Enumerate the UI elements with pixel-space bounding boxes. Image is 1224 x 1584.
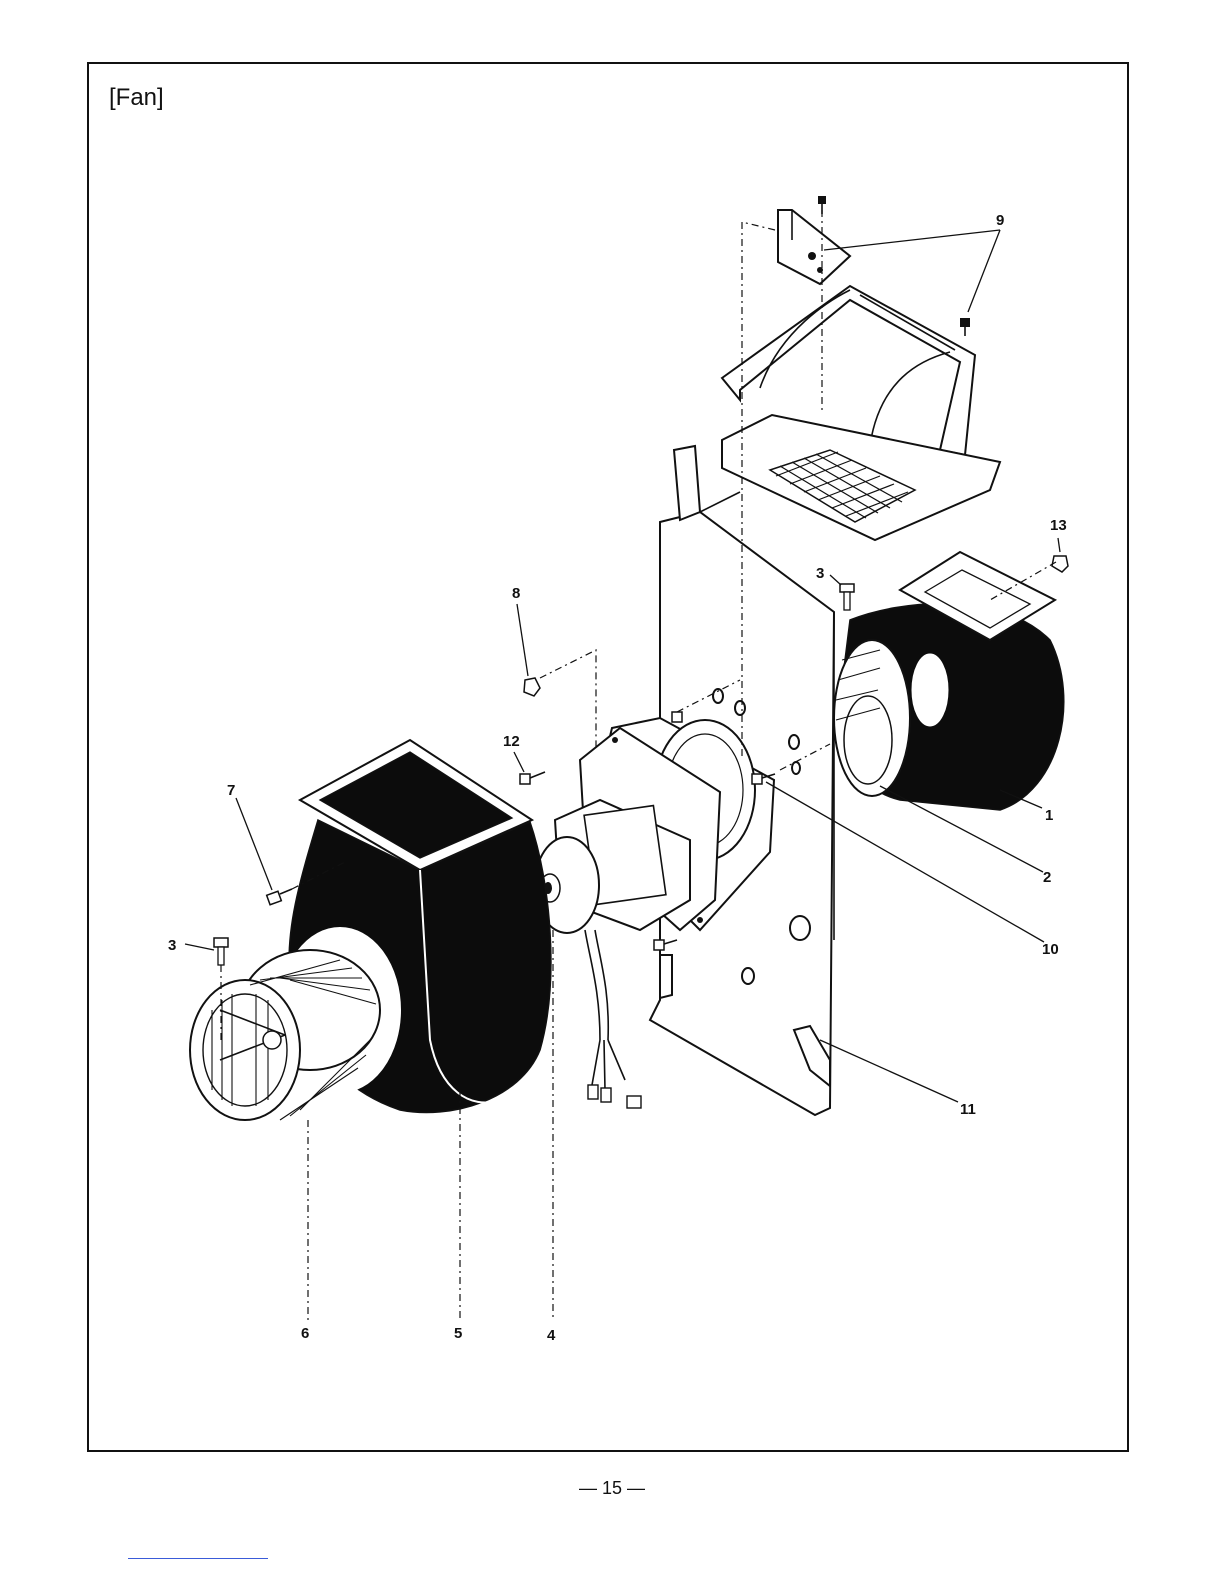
nut-8 [524,678,540,696]
callout-13: 13 [1050,517,1067,534]
bolt-3-right [840,584,854,610]
callout-2: 2 [1043,869,1051,886]
screw-12 [520,772,545,784]
callout-12: 12 [503,733,520,750]
callout-9: 9 [996,212,1004,229]
callout-8: 8 [512,585,520,602]
callout-3-left: 3 [168,937,176,954]
page-number: — 15 — [0,1478,1224,1499]
top-bracket [778,210,850,284]
fan-wheel [190,950,380,1120]
callout-10: 10 [1042,941,1059,958]
callout-6: 6 [301,1325,309,1342]
callout-3-right: 3 [816,565,824,582]
bolt-3-left [214,938,228,965]
nut-13 [1052,556,1068,572]
callout-11: 11 [960,1101,976,1118]
right-blower-housing [834,552,1064,810]
footer-rule [128,1558,268,1559]
callout-1: 1 [1045,807,1053,824]
callout-5: 5 [454,1325,462,1342]
callout-7: 7 [227,782,235,799]
screw-7 [267,889,292,905]
callout-4: 4 [547,1327,556,1344]
screw-9 [960,318,970,336]
